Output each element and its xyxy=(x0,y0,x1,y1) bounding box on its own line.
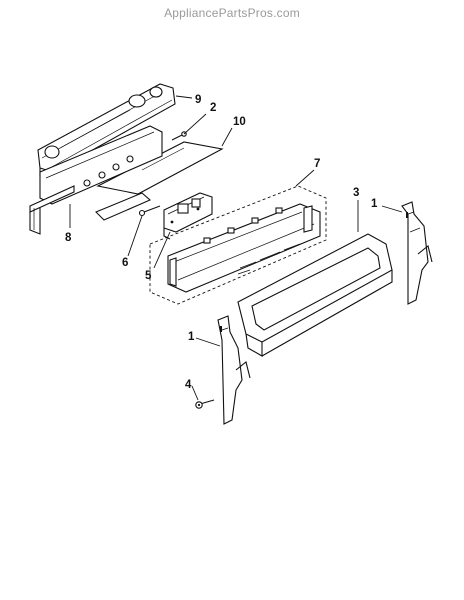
callout-1-left: 1 xyxy=(188,331,195,343)
part-6-screw[interactable] xyxy=(138,205,161,217)
part-1-side-bracket-left[interactable] xyxy=(217,315,251,425)
part-5-control-board[interactable] xyxy=(163,192,213,240)
part-8-rear-bracket[interactable] xyxy=(29,125,163,235)
part-4-screw[interactable] xyxy=(195,399,215,409)
callout-3: 3 xyxy=(353,187,359,199)
part-3-trim-frame[interactable] xyxy=(237,233,393,357)
leader-lines xyxy=(69,95,403,401)
callout-1-right: 1 xyxy=(371,198,378,210)
callout-6: 6 xyxy=(122,257,128,269)
callout-4: 4 xyxy=(185,379,192,391)
callout-10: 10 xyxy=(233,116,246,128)
callout-8: 8 xyxy=(65,232,72,244)
part-7-control-panel[interactable] xyxy=(149,185,327,305)
callout-7: 7 xyxy=(314,158,320,170)
callout-5: 5 xyxy=(145,270,152,282)
watermark: AppliancePartsPros.com xyxy=(164,6,300,20)
part-1-side-bracket-right[interactable] xyxy=(401,201,433,305)
part-9-console-panel[interactable] xyxy=(37,83,176,181)
callout-2: 2 xyxy=(210,102,216,114)
part-2-screw[interactable] xyxy=(171,131,187,141)
callout-9: 9 xyxy=(195,94,201,106)
